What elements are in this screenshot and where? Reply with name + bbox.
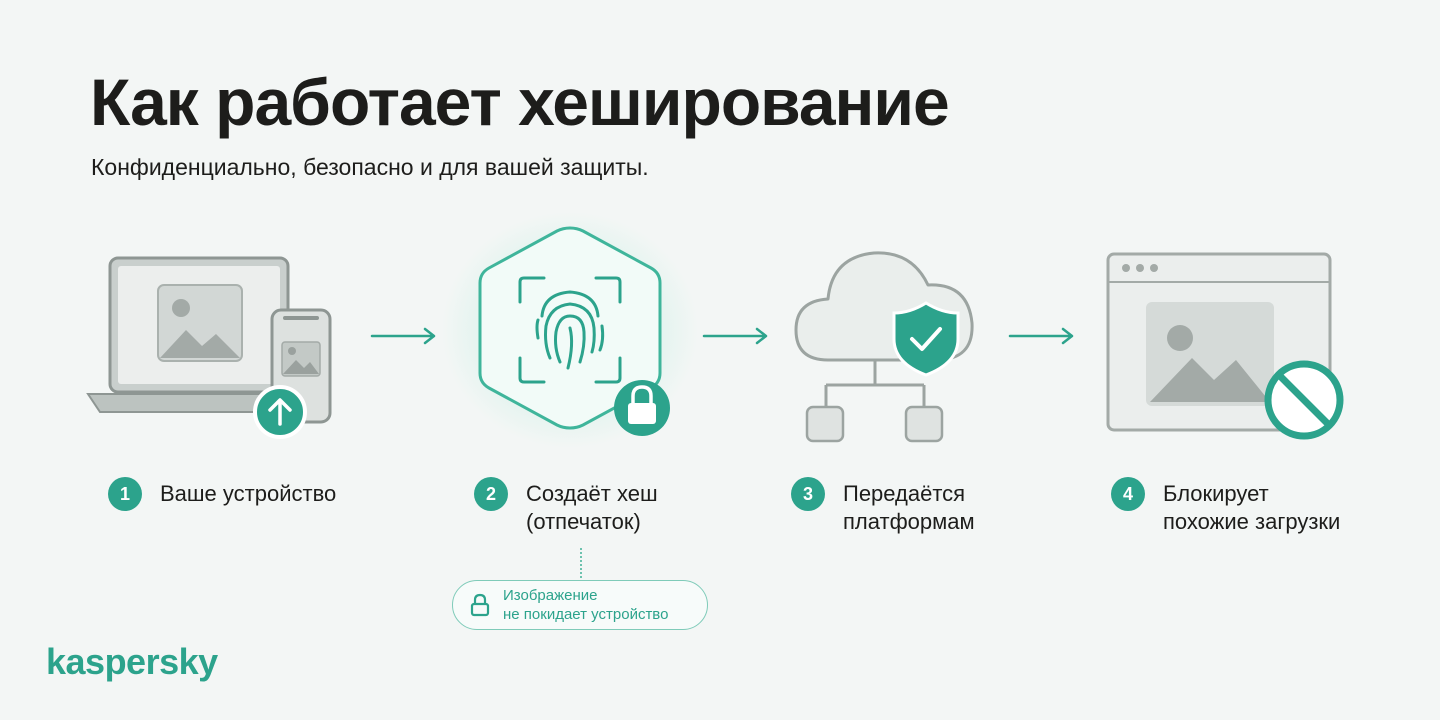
step-3: 3 Передаётся платформам: [791, 477, 975, 536]
fingerprint-icon: [518, 276, 622, 384]
lock-icon: [614, 380, 670, 436]
privacy-note: Изображение не покидает устройство: [452, 580, 708, 630]
step-1: 1 Ваше устройство: [108, 477, 336, 511]
page-title: Как работает хеширование: [90, 65, 950, 139]
note-connector: [580, 548, 582, 578]
step-2: 2 Создаёт хеш (отпечаток): [474, 477, 658, 536]
step-number-badge: 1: [108, 477, 142, 511]
cloud-illustration: [794, 251, 974, 443]
shield-check-icon: [892, 301, 960, 377]
arrow-right-icon: [370, 327, 436, 345]
step-label: Создаёт хеш (отпечаток): [526, 481, 658, 534]
hash-illustration: [442, 212, 698, 448]
page-subtitle: Конфиденциально, безопасно и для вашей з…: [91, 154, 649, 180]
device-illustration: [86, 256, 332, 439]
step-number-badge: 4: [1111, 477, 1145, 511]
step-4: 4 Блокирует похожие загрузки: [1111, 477, 1340, 536]
arrow-right-icon: [1008, 327, 1074, 345]
step-label: Блокирует похожие загрузки: [1163, 481, 1341, 534]
arrow-right-icon: [702, 327, 768, 345]
step-label: Ваше устройство: [160, 481, 337, 506]
upload-icon: [253, 385, 307, 439]
step-number-badge: 3: [791, 477, 825, 511]
browser-window-icon: [1106, 252, 1332, 432]
step-number-badge: 2: [474, 477, 508, 511]
laptop-icon: [86, 256, 312, 413]
blocked-icon: [1264, 360, 1344, 440]
blocked-upload-illustration: [1106, 252, 1344, 440]
step-label: Передаётся платформам: [843, 481, 975, 534]
privacy-note-text: Изображение не покидает устройство: [503, 587, 669, 623]
lock-icon: [470, 593, 490, 617]
kaspersky-logo: kaspersky: [46, 641, 218, 682]
